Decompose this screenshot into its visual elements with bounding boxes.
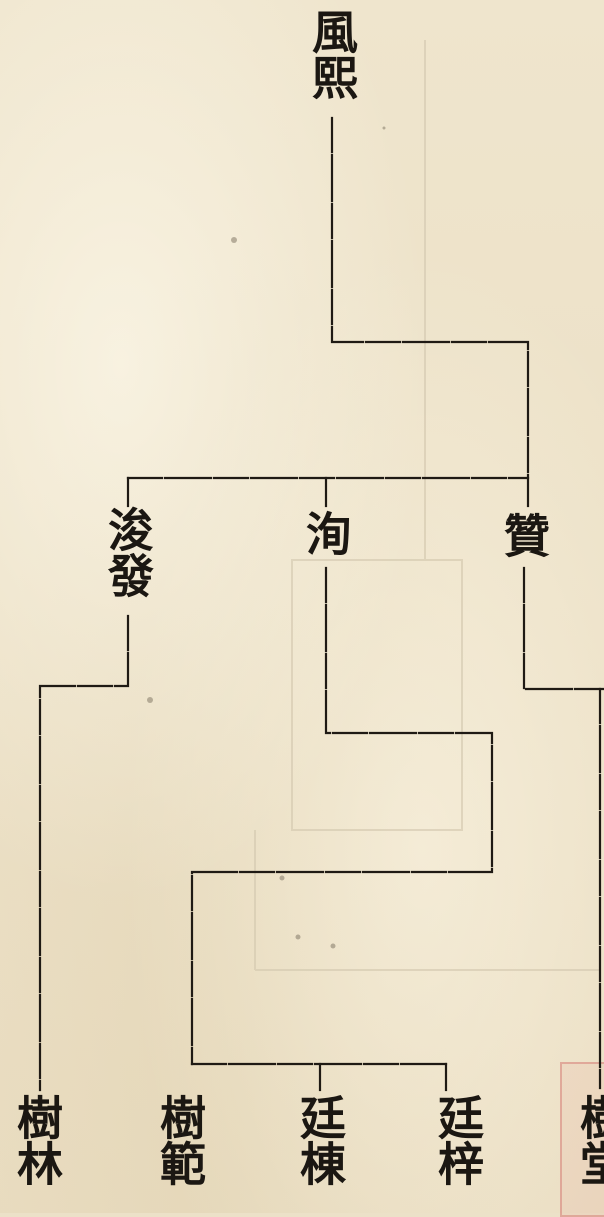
seal-stamp bbox=[560, 1062, 604, 1217]
son-name-xun: 洵 bbox=[299, 510, 353, 556]
grandson-name-tingdong: 廷棟 bbox=[293, 1094, 347, 1186]
grandson-name-shutang: 樹堂 bbox=[573, 1094, 604, 1186]
son-name-junfa: 浚發 bbox=[101, 506, 155, 598]
son-name-zan: 贊 bbox=[497, 512, 551, 558]
root-ancestor-name: 風熙 bbox=[305, 8, 359, 100]
grandson-name-tingzi: 廷梓 bbox=[431, 1094, 485, 1186]
grandson-name-shulin: 樹林 bbox=[10, 1094, 64, 1186]
grandson-name-shufan: 樹範 bbox=[153, 1094, 207, 1186]
